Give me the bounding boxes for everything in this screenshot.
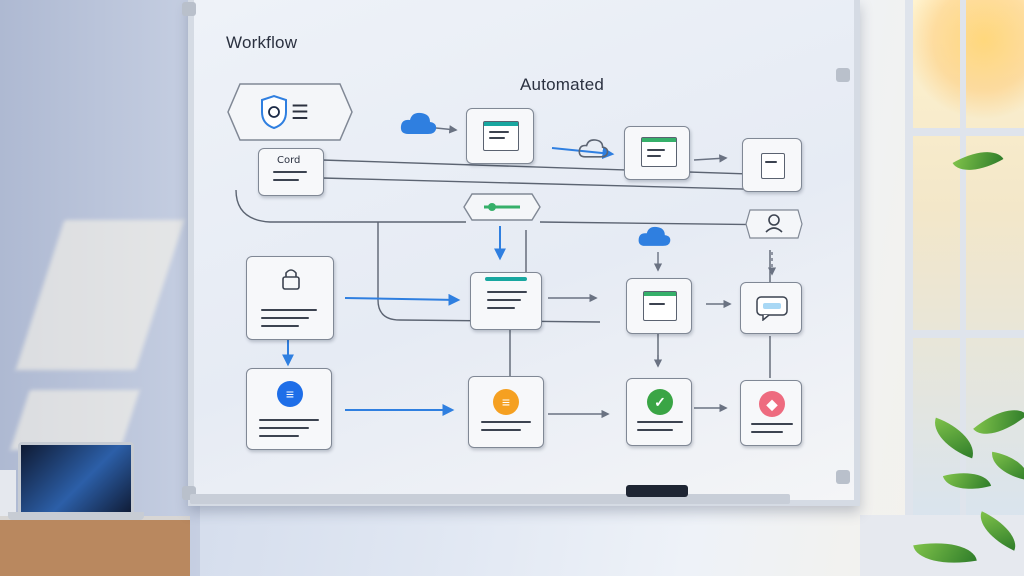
user-icon — [745, 209, 803, 239]
document-icon — [641, 137, 677, 167]
desk — [0, 520, 190, 576]
chat-icon — [756, 296, 788, 321]
chat-card — [740, 282, 802, 334]
badge-icon: ≡ — [493, 389, 519, 415]
board-corner — [836, 68, 850, 82]
output-card: ≡ — [246, 368, 332, 450]
shield-icon — [261, 94, 287, 130]
badge-icon: ◆ — [759, 391, 785, 417]
badge-icon: ≡ — [277, 381, 303, 407]
process-card — [470, 272, 542, 330]
process-card — [624, 126, 690, 180]
card-label: Cord — [277, 155, 301, 166]
lock-icon — [282, 269, 300, 290]
document-icon — [483, 121, 519, 151]
menu-icon: ☰ — [291, 102, 309, 124]
connector-node — [463, 193, 541, 221]
cloud-icon — [400, 112, 437, 134]
marker — [626, 485, 688, 497]
board-title-left: Workflow — [226, 33, 298, 52]
approval-card — [246, 256, 334, 340]
board-corner — [182, 2, 196, 16]
output-card: ✓ — [626, 378, 692, 446]
cloud-icon — [578, 139, 609, 158]
output-card: ≡ — [468, 376, 544, 448]
start-node — [227, 83, 353, 141]
laptop-base — [8, 512, 144, 520]
process-card — [466, 108, 534, 164]
cabinet — [0, 470, 16, 520]
badge-icon: ✓ — [647, 389, 673, 415]
process-card: Cord — [258, 148, 324, 196]
window — [904, 0, 1024, 520]
process-card — [626, 278, 692, 334]
cloud-icon — [638, 226, 671, 246]
board-title-right: Automated — [520, 75, 605, 94]
board-corner — [836, 470, 850, 484]
laptop-screen — [18, 442, 134, 518]
document-icon — [643, 291, 677, 321]
document-icon — [761, 153, 785, 179]
process-card — [742, 138, 802, 192]
output-card: ◆ — [740, 380, 802, 446]
marker-tray — [190, 494, 790, 504]
